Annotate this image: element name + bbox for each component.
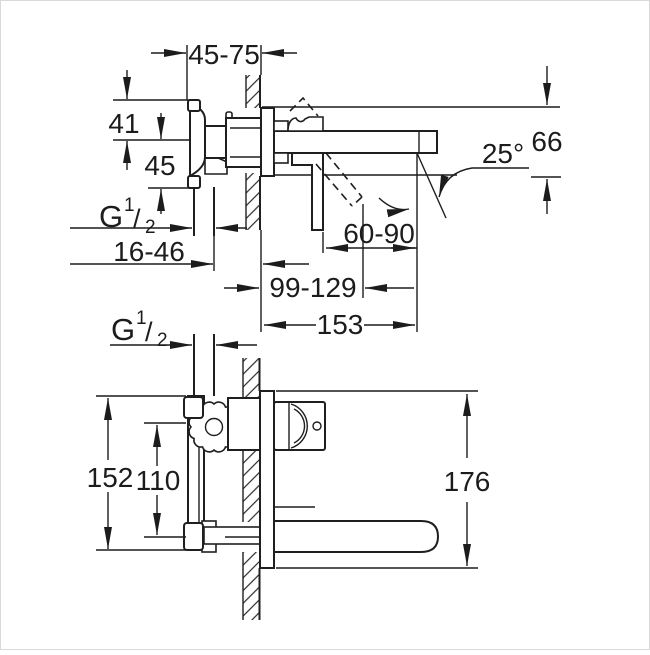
wall-depth-label: 45-75 [188, 39, 260, 70]
thread-slash: / [133, 204, 141, 234]
escutcheon-plate-side [260, 107, 275, 177]
supply-pipe [193, 334, 215, 396]
dim-spout-reach: 153 [260, 154, 418, 340]
dim-inlet-setback: 16-46 [70, 236, 309, 271]
lower-nut [183, 522, 204, 551]
mounting-bracket [183, 395, 263, 553]
dim-lever-clearance: 99-129 [224, 204, 414, 303]
dim-lever-swing: 60-90 [322, 218, 417, 253]
swing-direction-arrow [378, 197, 410, 218]
stream-angle: 25° [416, 138, 529, 219]
thread-den: 2 [157, 330, 168, 351]
dim-top-offset: 41 [108, 70, 190, 170]
concealed-valve-body [187, 99, 263, 236]
lever-raised-position-dashed [289, 96, 319, 117]
thread-num: 1 [136, 308, 147, 329]
lower-bolt [203, 526, 263, 545]
wall-hatch [243, 358, 260, 397]
lever-swing-label: 60-90 [343, 218, 415, 249]
stream-angle-label: 25° [482, 138, 524, 169]
drop-height-label: 66 [531, 126, 562, 157]
dim-bottom-offset: 45 [144, 113, 190, 214]
escutcheon-plate-front [259, 390, 275, 569]
lever-clearance-label: 99-129 [269, 272, 356, 303]
valve-sleeve-front [227, 397, 263, 451]
thread-slash: / [145, 317, 153, 347]
lever-handle-front [273, 401, 326, 451]
wall-hatch [243, 450, 260, 522]
lever-handle-side [287, 96, 410, 231]
wall-section-side [245, 75, 261, 230]
dim-wall-depth: 45-75 [151, 39, 297, 100]
trim-plate-height-label: 176 [444, 466, 491, 497]
body-height-label: 152 [87, 462, 134, 493]
spout-front [273, 506, 440, 553]
dim-trim-plate-height: 176 [276, 390, 491, 569]
port-spacing-label: 110 [136, 465, 181, 496]
thread-label-side: G 1 / 2 [70, 195, 247, 238]
dim-drop-height: 66 [531, 66, 563, 214]
thread-num: 1 [124, 195, 135, 216]
handle-pin-hole [312, 421, 322, 431]
wall-hatch [246, 173, 260, 230]
lever-swing-position-dashed [315, 163, 353, 207]
spout-side [273, 120, 438, 164]
side-view: 25° 45-75 41 45 G [70, 39, 563, 340]
thread-g: G [111, 312, 135, 347]
dim-body-height: 152 [87, 395, 186, 551]
lever-down-position [291, 152, 324, 231]
lever-swing-position-dashed [325, 152, 363, 198]
wall-hatch [243, 552, 260, 620]
thread-den: 2 [145, 217, 156, 238]
wall-hatch [246, 75, 260, 108]
bottom-offset-label: 45 [144, 150, 175, 181]
angle-leader-arrow [438, 167, 473, 198]
lever-swing-position-dashed [351, 196, 363, 207]
top-offset-label: 41 [108, 108, 139, 139]
thread-label-front: G 1 / 2 [110, 308, 257, 351]
lever-hub [287, 116, 324, 132]
front-view: G 1 / 2 152 110 176 [87, 308, 491, 620]
upper-nut [183, 396, 204, 419]
thread-g: G [99, 199, 123, 234]
wall-section-front [242, 358, 261, 620]
spout-reach-label: 153 [317, 309, 364, 340]
inlet-setback-label: 16-46 [113, 236, 185, 267]
dim-port-spacing: 110 [136, 422, 186, 538]
water-stream-line [416, 152, 447, 219]
cartridge-center [204, 417, 224, 437]
